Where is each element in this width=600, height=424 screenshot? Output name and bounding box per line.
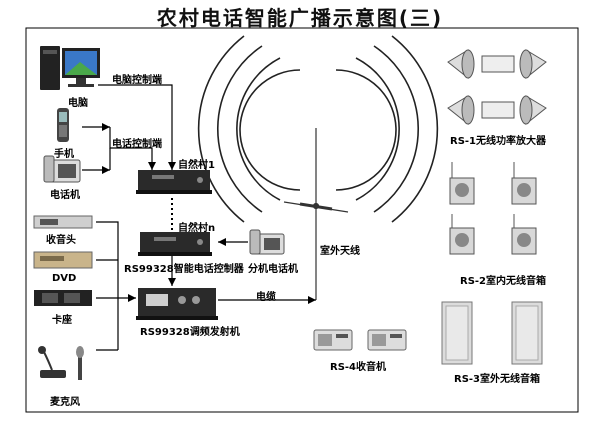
extension-phone-icon [249, 229, 285, 255]
village-1-controller-icon [136, 170, 212, 194]
diagram-title: 农村电话智能广播示意图(三) [156, 6, 444, 30]
rs3-outdoor-speaker-icon [441, 301, 543, 365]
diagram-frame [25, 27, 579, 413]
phone-controller-icon [138, 232, 212, 256]
rs4-radio-icon [313, 329, 407, 351]
arrowheads [102, 123, 316, 304]
radio-waves [197, 35, 439, 223]
cassette-deck-icon [34, 290, 92, 306]
label-mobile: 手机 [54, 149, 74, 160]
mobile-phone-icon [57, 108, 69, 142]
label-tuner: 收音头 [46, 235, 76, 246]
label-cassette: 卡座 [52, 315, 72, 326]
microphone-icon [38, 346, 84, 380]
computer-icon [40, 46, 100, 90]
label-village-n: 自然村n [178, 223, 216, 234]
outdoor-antenna-icon [283, 128, 349, 300]
label-village-1: 自然村1 [178, 160, 215, 171]
label-rs3: RS-3室外无线音箱 [454, 374, 541, 385]
label-computer: 电脑 [68, 98, 88, 109]
label-microphone: 麦克风 [50, 397, 80, 408]
label-computer-control: 电脑控制端 [112, 75, 162, 86]
rs1-amplifier-icon [447, 49, 547, 126]
label-rs2: RS-2室内无线音箱 [460, 276, 547, 287]
label-outdoor-antenna: 室外天线 [320, 246, 360, 257]
label-extension-phone: 分机电话机 [248, 264, 298, 275]
dvd-player-icon [33, 251, 93, 269]
rs2-indoor-speaker-icon [449, 162, 537, 255]
label-rs4: RS-4收音机 [330, 362, 387, 373]
telephone-icon [43, 155, 81, 183]
label-transmitter: RS99328调频发射机 [140, 327, 240, 338]
tuner-icon [33, 215, 93, 229]
label-phone-control: 电话控制端 [112, 139, 162, 150]
label-telephone: 电话机 [50, 190, 80, 201]
fm-transmitter-icon [136, 288, 218, 320]
label-dvd: DVD [52, 273, 77, 284]
label-rs1: RS-1无线功率放大器 [450, 136, 547, 147]
label-controller: RS99328智能电话控制器 [124, 264, 244, 275]
label-cable: 电缆 [256, 292, 276, 303]
